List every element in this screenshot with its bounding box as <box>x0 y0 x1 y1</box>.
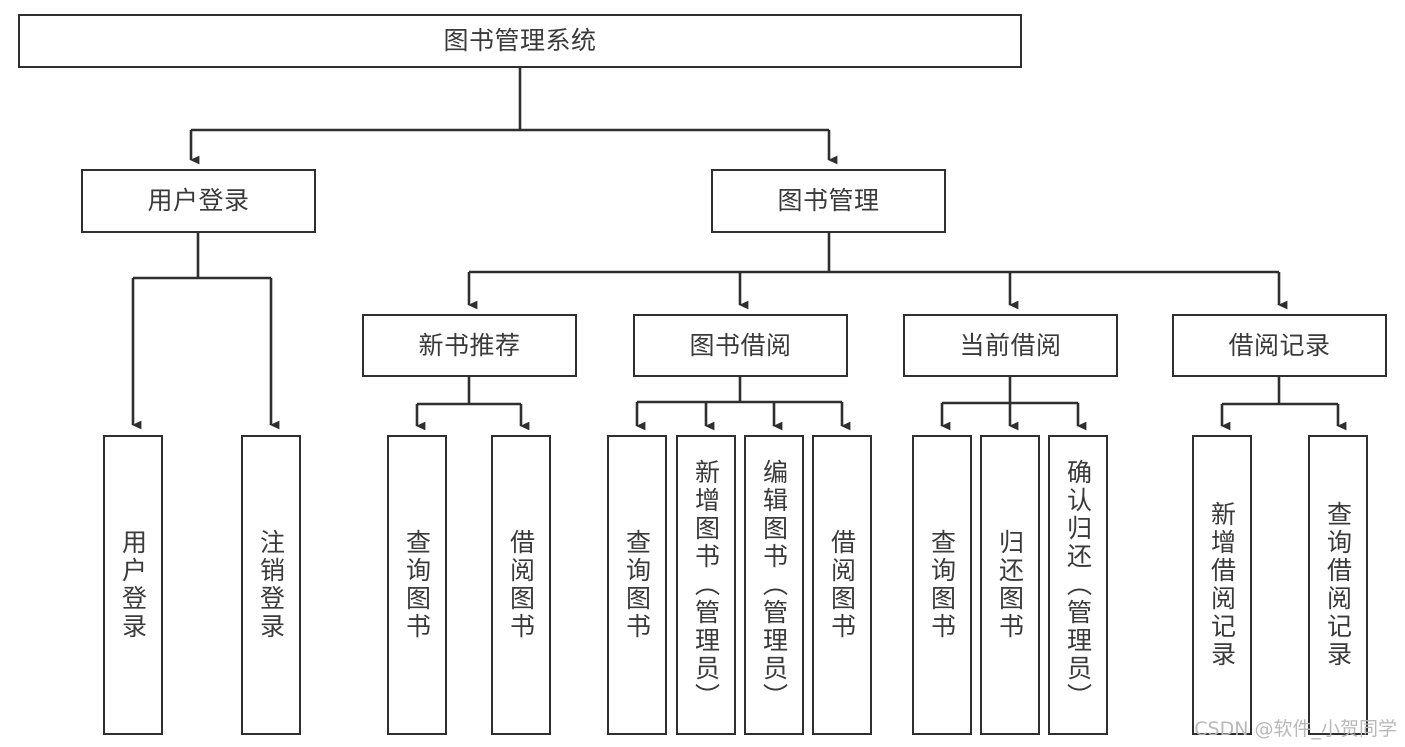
node-leaf-edit-book[interactable]: 编辑图书（管理员） <box>744 435 804 735</box>
node-book-management-label: 图书管理 <box>777 186 880 216</box>
node-leaf-user-login[interactable]: 用户登录 <box>103 435 163 735</box>
node-leaf-add-book[interactable]: 新增图书（管理员） <box>676 435 736 735</box>
node-book-borrow[interactable]: 图书借阅 <box>633 314 848 377</box>
node-leaf-query-record-label: 查询借阅记录 <box>1323 501 1353 669</box>
node-current-borrow[interactable]: 当前借阅 <box>903 314 1118 377</box>
node-leaf-query-book-2-label: 查询图书 <box>622 529 652 641</box>
node-book-borrow-label: 图书借阅 <box>689 330 792 360</box>
node-leaf-logout-label: 注销登录 <box>256 529 286 641</box>
node-leaf-return-book-label: 归还图书 <box>995 529 1025 641</box>
node-leaf-user-login-label: 用户登录 <box>118 529 148 641</box>
node-root-label: 图书管理系统 <box>443 26 597 56</box>
node-leaf-query-book-1[interactable]: 查询图书 <box>387 435 447 735</box>
node-leaf-borrow-book-1-label: 借阅图书 <box>506 529 536 641</box>
node-leaf-confirm-return[interactable]: 确认归还（管理员） <box>1048 435 1108 735</box>
node-leaf-query-book-3[interactable]: 查询图书 <box>912 435 972 735</box>
node-leaf-add-book-label: 新增图书（管理员） <box>691 459 721 711</box>
node-leaf-logout[interactable]: 注销登录 <box>241 435 301 735</box>
node-leaf-confirm-return-label: 确认归还（管理员） <box>1063 459 1093 711</box>
node-new-book-recommend[interactable]: 新书推荐 <box>362 314 577 377</box>
csdn-watermark: CSDN @软件_小贺同学 <box>1194 718 1397 740</box>
node-leaf-add-record-label: 新增借阅记录 <box>1207 501 1237 669</box>
node-current-borrow-label: 当前借阅 <box>959 330 1062 360</box>
node-leaf-query-book-3-label: 查询图书 <box>927 529 957 641</box>
node-new-book-recommend-label: 新书推荐 <box>418 330 521 360</box>
node-user-login-label: 用户登录 <box>147 186 250 216</box>
node-book-management[interactable]: 图书管理 <box>711 169 946 233</box>
node-leaf-borrow-book-1[interactable]: 借阅图书 <box>491 435 551 735</box>
node-leaf-edit-book-label: 编辑图书（管理员） <box>759 459 789 711</box>
node-user-login[interactable]: 用户登录 <box>81 169 316 233</box>
node-leaf-query-book-1-label: 查询图书 <box>402 529 432 641</box>
node-leaf-add-record[interactable]: 新增借阅记录 <box>1192 435 1252 735</box>
node-leaf-borrow-book-2[interactable]: 借阅图书 <box>812 435 872 735</box>
node-leaf-query-book-2[interactable]: 查询图书 <box>607 435 667 735</box>
node-borrow-record[interactable]: 借阅记录 <box>1172 314 1387 377</box>
node-leaf-borrow-book-2-label: 借阅图书 <box>827 529 857 641</box>
node-leaf-return-book[interactable]: 归还图书 <box>980 435 1040 735</box>
node-leaf-query-record[interactable]: 查询借阅记录 <box>1308 435 1368 735</box>
node-borrow-record-label: 借阅记录 <box>1228 330 1331 360</box>
node-root[interactable]: 图书管理系统 <box>18 14 1022 68</box>
